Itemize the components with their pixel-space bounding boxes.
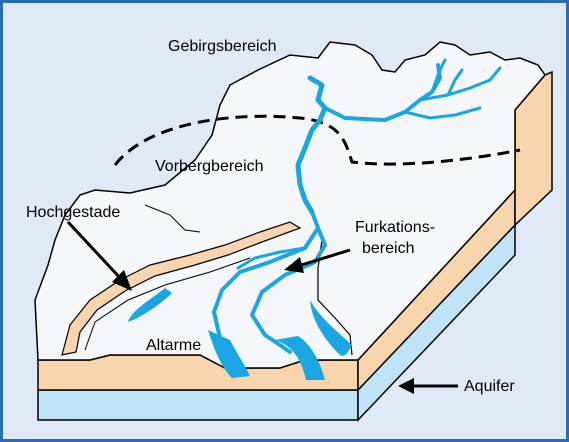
river-branch-upper (323, 63, 442, 122)
zone-boundary-dashes (113, 114, 521, 166)
river-tributary-3 (430, 58, 447, 94)
arrow-aquifer (398, 378, 458, 394)
furcation-channel-2 (250, 226, 327, 354)
hochgestade-inner (84, 257, 251, 351)
label-gebirgsbereich: Gebirgsbereich (168, 38, 277, 55)
arrow-hochgestade (66, 220, 132, 291)
aquifer-layer-front (37, 389, 359, 421)
main-river (295, 75, 328, 215)
lower-channel-2 (275, 336, 325, 380)
furcation-channel-1 (212, 210, 320, 352)
river-tributary-2 (418, 66, 502, 102)
oxbow-lake-1 (128, 288, 172, 322)
lower-channel (208, 330, 250, 378)
label-altarme: Altarme (146, 337, 202, 354)
river-tributary-1 (403, 106, 482, 120)
label-furkations-line2: bereich (362, 240, 415, 257)
label-aquifer: Aquifer (464, 378, 515, 395)
terrain-crack (144, 204, 201, 233)
label-hochgestade: Hochgestade (26, 204, 121, 221)
oxbow-lake-2 (310, 300, 352, 356)
river-network (212, 58, 502, 354)
label-vorbergbereich: Vorbergbereich (155, 158, 264, 175)
arrow-furkation (284, 248, 351, 273)
label-furkations-line1: Furkations- (355, 219, 436, 236)
furcation-channel-3 (236, 246, 307, 270)
river-tributary-4 (446, 68, 464, 97)
